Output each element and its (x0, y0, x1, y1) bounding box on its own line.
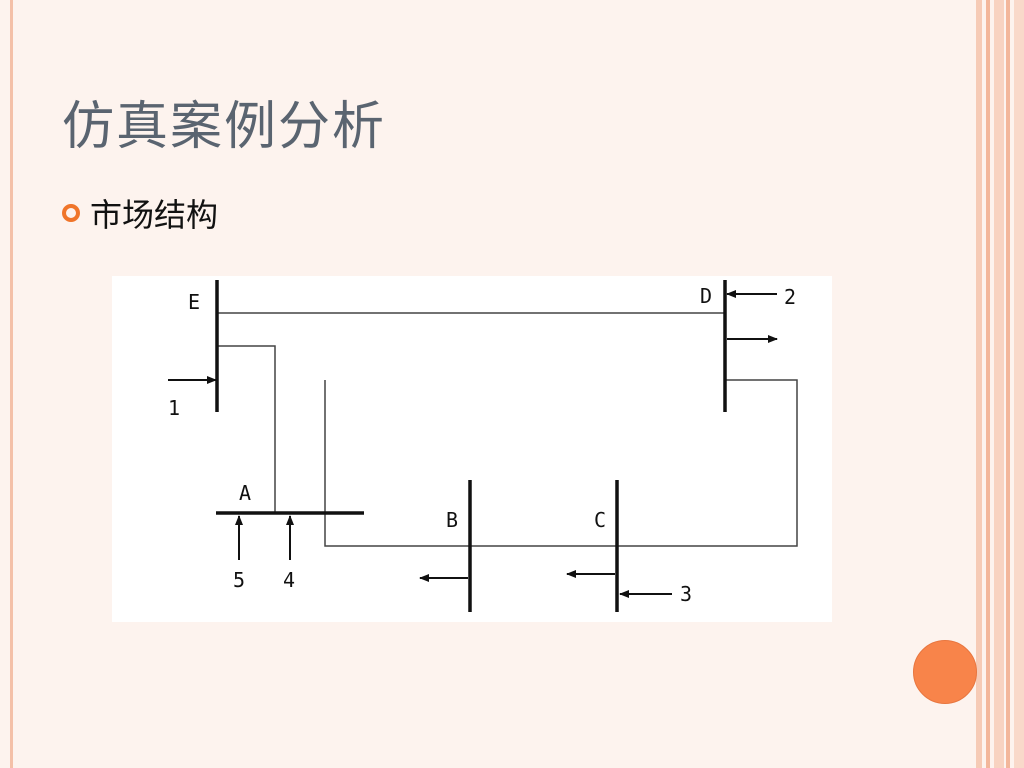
arrows (168, 290, 778, 598)
market-structure-diagram: E D A B C 1 2 3 4 5 (168, 280, 798, 612)
label-bus-d: D (700, 284, 712, 308)
label-n2: 2 (784, 285, 796, 309)
label-n3: 3 (680, 582, 692, 606)
bullet-text: 市场结构 (90, 196, 219, 234)
diagram-panel: E D A B C 1 2 3 4 5 (112, 276, 832, 622)
label-bus-e: E (188, 290, 200, 314)
label-n4: 4 (283, 568, 295, 592)
slide-title: 仿真案例分析 (62, 97, 387, 157)
label-bus-b: B (446, 508, 458, 532)
decorative-dot (913, 640, 977, 704)
label-bus-a: A (239, 481, 251, 505)
bullet-circle-icon (62, 204, 80, 222)
label-n1: 1 (168, 396, 180, 420)
label-n5: 5 (233, 568, 245, 592)
line-loop (324, 379, 798, 547)
label-bus-c: C (594, 508, 606, 532)
bus-bars (215, 280, 727, 612)
line-e-a (217, 345, 276, 513)
left-border (10, 0, 13, 768)
bullet-item: 市场结构 (62, 190, 218, 236)
right-border (976, 0, 1024, 768)
connection-lines (217, 312, 798, 547)
